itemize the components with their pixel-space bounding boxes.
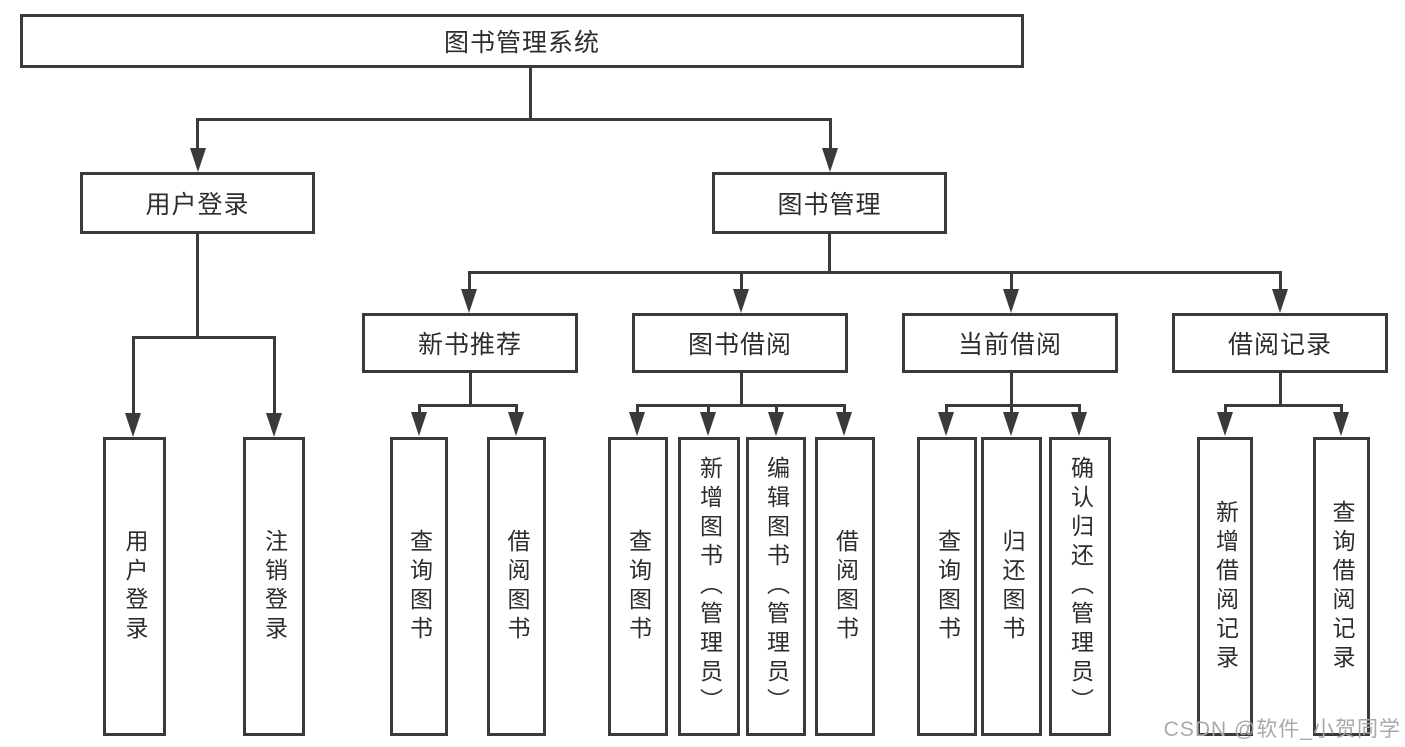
arrow-down-icon bbox=[1071, 412, 1087, 436]
arrow-down-icon bbox=[768, 412, 784, 436]
connector-borrowing-split bbox=[636, 404, 846, 407]
arrow-down-icon bbox=[822, 148, 838, 172]
connector-current-stem bbox=[1010, 271, 1013, 293]
arrow-down-icon bbox=[700, 412, 716, 436]
arrow-down-icon bbox=[1217, 412, 1233, 436]
connector-bor-child1 bbox=[636, 404, 639, 416]
arrow-down-icon bbox=[1272, 289, 1288, 313]
connector-login-child1 bbox=[132, 336, 135, 416]
arrow-down-icon bbox=[461, 289, 477, 313]
leaf-current-confirm-return-admin: 确认归还（管理员） bbox=[1049, 437, 1111, 736]
connector-rec-child1 bbox=[418, 404, 421, 416]
arrow-down-icon bbox=[1003, 289, 1019, 313]
arrow-down-icon bbox=[938, 412, 954, 436]
node-borrow-records: 借阅记录 bbox=[1172, 313, 1388, 373]
connector-login-stem bbox=[196, 118, 199, 152]
connector-mgmt-stem bbox=[829, 118, 832, 152]
connector-bor-child3 bbox=[775, 404, 778, 416]
connector-recd-child2 bbox=[1340, 404, 1343, 416]
leaf-records-query-record: 查询借阅记录 bbox=[1313, 437, 1370, 736]
connector-mgmt-split bbox=[468, 271, 1282, 274]
connector-records-split bbox=[1224, 404, 1343, 407]
arrow-down-icon bbox=[508, 412, 524, 436]
arrow-down-icon bbox=[125, 413, 141, 437]
leaf-recommend-borrow-books: 借阅图书 bbox=[487, 437, 546, 736]
connector-rec-child2 bbox=[515, 404, 518, 416]
connector-cur-child1 bbox=[945, 404, 948, 416]
node-current-borrowing: 当前借阅 bbox=[902, 313, 1118, 373]
connector-root-split bbox=[196, 118, 832, 121]
connector-borrowing-stem bbox=[740, 271, 743, 293]
node-new-book-recommend: 新书推荐 bbox=[362, 313, 578, 373]
connector-records-stem bbox=[1279, 271, 1282, 293]
connector-bor-child4 bbox=[843, 404, 846, 416]
connector-recommend-down bbox=[469, 373, 472, 407]
leaf-borrowing-query-books: 查询图书 bbox=[608, 437, 668, 736]
connector-recommend-split bbox=[418, 404, 518, 407]
connector-cur-child3 bbox=[1078, 404, 1081, 416]
connector-records-down bbox=[1279, 373, 1282, 407]
connector-current-split bbox=[945, 404, 1081, 407]
connector-login-split bbox=[132, 336, 276, 339]
connector-current-down bbox=[1010, 373, 1013, 407]
connector-root-stem bbox=[529, 66, 532, 120]
leaf-logout: 注销登录 bbox=[243, 437, 305, 736]
node-user-login: 用户登录 bbox=[80, 172, 315, 234]
leaf-borrowing-borrow-books: 借阅图书 bbox=[815, 437, 875, 736]
node-book-borrowing: 图书借阅 bbox=[632, 313, 848, 373]
leaf-user-login: 用户登录 bbox=[103, 437, 166, 736]
connector-login-down bbox=[196, 234, 199, 338]
connector-cur-child2 bbox=[1010, 404, 1013, 416]
connector-mgmt-down bbox=[828, 234, 831, 274]
arrow-down-icon bbox=[1333, 412, 1349, 436]
arrow-down-icon bbox=[190, 148, 206, 172]
csdn-watermark: CSDN @软件_小贺同学 bbox=[1163, 718, 1401, 741]
arrow-down-icon bbox=[266, 413, 282, 437]
leaf-borrowing-add-books-admin: 新增图书（管理员） bbox=[678, 437, 740, 736]
leaf-current-query-books: 查询图书 bbox=[917, 437, 977, 736]
node-root: 图书管理系统 bbox=[20, 14, 1024, 68]
leaf-current-return-books: 归还图书 bbox=[981, 437, 1042, 736]
arrow-down-icon bbox=[836, 412, 852, 436]
leaf-borrowing-edit-books-admin: 编辑图书（管理员） bbox=[746, 437, 806, 736]
connector-recd-child1 bbox=[1224, 404, 1227, 416]
node-book-management: 图书管理 bbox=[712, 172, 947, 234]
connector-login-child2 bbox=[273, 336, 276, 416]
arrow-down-icon bbox=[629, 412, 645, 436]
connector-bor-child2 bbox=[707, 404, 710, 416]
leaf-recommend-query-books: 查询图书 bbox=[390, 437, 448, 736]
connector-borrowing-down bbox=[740, 373, 743, 407]
arrow-down-icon bbox=[1003, 412, 1019, 436]
arrow-down-icon bbox=[411, 412, 427, 436]
leaf-records-add-record: 新增借阅记录 bbox=[1197, 437, 1253, 736]
connector-recommend-stem bbox=[468, 271, 471, 293]
arrow-down-icon bbox=[733, 289, 749, 313]
